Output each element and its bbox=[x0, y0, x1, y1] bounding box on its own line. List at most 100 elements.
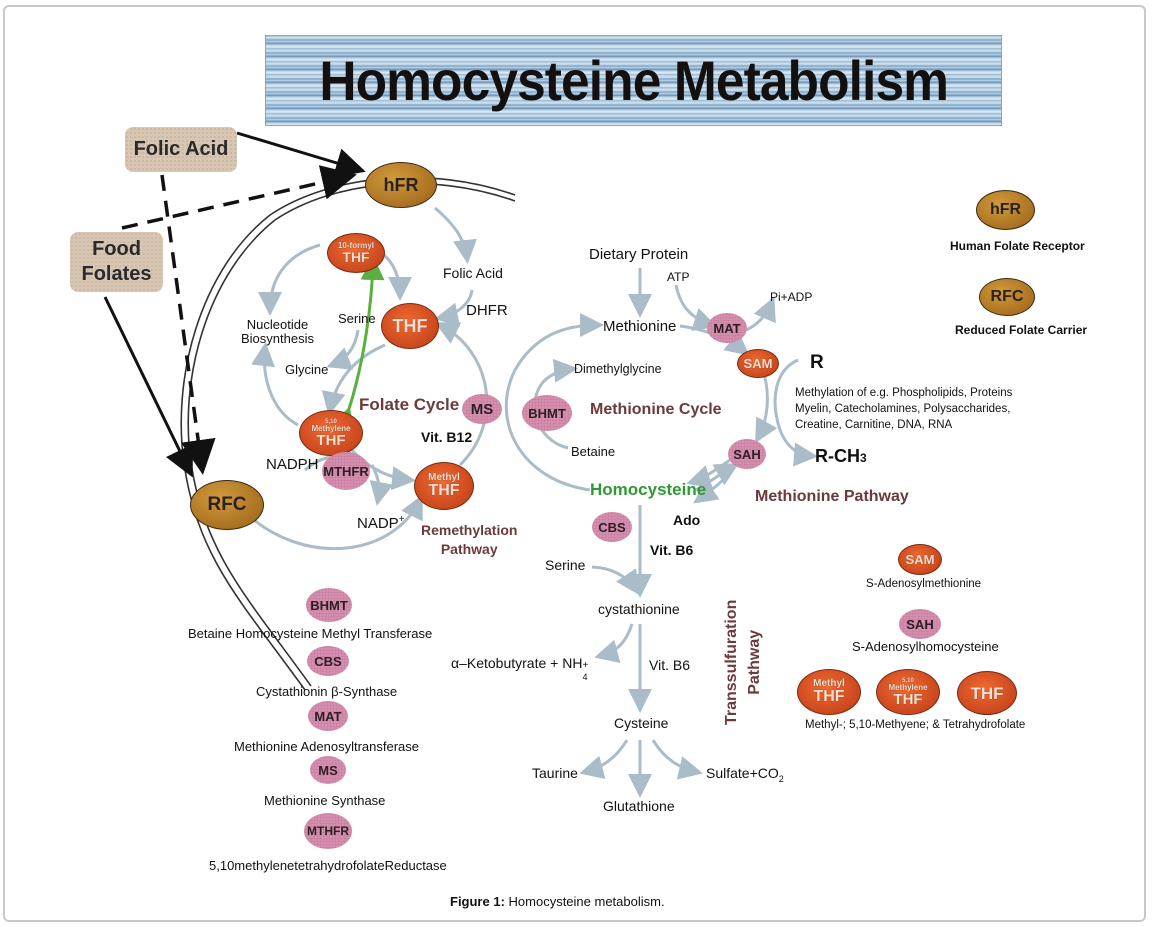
remethylation-line1: Remethylation bbox=[421, 522, 518, 538]
methylation-description: Methylation of e.g. Phospholipids, Prote… bbox=[795, 385, 1012, 433]
arrow-homocysteine-to-methionine bbox=[504, 313, 604, 492]
arrow-rfc-to-methyl bbox=[243, 494, 423, 551]
arrow-methyl-to-thf bbox=[434, 322, 489, 467]
legend-hfr-symbol: hFR bbox=[976, 190, 1035, 230]
r-label: R bbox=[810, 352, 824, 373]
glycine-label: Glycine bbox=[285, 362, 329, 377]
arrow-to-ado bbox=[693, 476, 727, 504]
legend-folates-name: Methyl-; 5,10-Methyene; & Tetrahydrofola… bbox=[805, 719, 1026, 731]
source-folic-acid-label: Folic Acid bbox=[133, 138, 229, 160]
nadp-sup: + bbox=[398, 514, 405, 525]
bhmt-label: BHMT bbox=[528, 405, 566, 421]
arrow-food-to-hfr bbox=[121, 165, 357, 230]
arrow-folic-to-rfc bbox=[160, 174, 216, 475]
sulfate-text: Sulfate+CO bbox=[706, 765, 779, 781]
node-sam: SAM bbox=[737, 349, 779, 378]
enzyme-bhmt: BHMT bbox=[522, 395, 572, 431]
arrow-sam-to-sah bbox=[755, 373, 778, 444]
source-food-label: Food bbox=[92, 238, 141, 260]
legend-rfc-name: Reduced Folate Carrier bbox=[955, 323, 1088, 337]
enzyme-mthfr: MTHFR bbox=[322, 452, 370, 490]
arrow-serine-glycine bbox=[326, 329, 360, 370]
methionine-pathway-label: Methionine Pathway bbox=[755, 488, 909, 505]
arrow-methylene-to-nucleotide bbox=[251, 342, 299, 427]
methyl-thf-label: THF bbox=[428, 482, 460, 499]
atp-label: ATP bbox=[667, 270, 690, 284]
sulfate-sub: 2 bbox=[778, 773, 784, 784]
sulfate-co2-label: Sulfate+CO2 bbox=[706, 765, 784, 784]
arrow-folic-to-hfr bbox=[236, 131, 366, 178]
arrow-r-to-rch3 bbox=[773, 358, 818, 467]
legend-mat-symbol: MAT bbox=[308, 701, 348, 731]
enzyme-sah: SAH bbox=[728, 439, 766, 469]
legend-rfc-abbr: RFC bbox=[990, 288, 1024, 305]
legend-methylene-num: 5,10 bbox=[902, 677, 914, 684]
diagram-title: Homocysteine Metabolism bbox=[319, 49, 949, 112]
source-folates-label: Folates bbox=[81, 263, 152, 285]
arrow-cysteine-to-taurine bbox=[579, 739, 629, 779]
source-folic-acid: Folic Acid bbox=[125, 127, 237, 172]
ketobutyrate-text: α–Ketobutyrate + NH bbox=[451, 655, 583, 671]
cystathionine-label: cystathionine bbox=[598, 601, 680, 617]
arrow-food-to-rfc bbox=[103, 296, 194, 478]
ketobutyrate-label: α–Ketobutyrate + NH+4 bbox=[451, 655, 589, 682]
legend-mthfr-symbol: MTHFR bbox=[304, 813, 352, 849]
ms-label: MS bbox=[470, 400, 494, 418]
legend-sam-name: S-Adenosylmethionine bbox=[866, 578, 982, 590]
legend-sah-name: S-Adenosylhomocysteine bbox=[852, 639, 999, 654]
methylation-line3: Creatine, Carnitine, DNA, RNA bbox=[795, 419, 953, 432]
legend-methylene-label: Methylene bbox=[888, 682, 928, 692]
nucleotide-biosynthesis-label: Nucleotide Biosynthesis bbox=[241, 318, 314, 345]
arrow-atp-to-mat bbox=[674, 284, 718, 331]
hfr-label: hFR bbox=[383, 174, 419, 195]
node-methyl-thf: Methyl THF bbox=[414, 462, 474, 510]
sah-label: SAH bbox=[733, 446, 761, 462]
legend-cbs-symbol: CBS bbox=[307, 646, 349, 676]
formyl-label: 10-formyl bbox=[337, 241, 374, 250]
thf-label: THF bbox=[392, 316, 428, 336]
hfr-transporter: hFR bbox=[365, 162, 437, 208]
arrow-dhfr-to-thf bbox=[434, 289, 474, 327]
methylation-line2: Myelin, Catecholamines, Polysaccharides, bbox=[795, 403, 1011, 416]
folate-cycle-label: Folate Cycle bbox=[359, 395, 460, 414]
ado-label: Ado bbox=[673, 512, 701, 528]
legend-ms-symbol: MS bbox=[310, 756, 346, 784]
betaine-label: Betaine bbox=[571, 444, 616, 459]
legend-mat-name: Methionine Adenosyltransferase bbox=[234, 739, 420, 754]
legend-sah-symbol: SAH bbox=[899, 609, 941, 639]
arrow-betaine-to-dmg bbox=[533, 358, 578, 450]
r-ch3-sub: 3 bbox=[860, 451, 867, 465]
methylene-label: Methylene bbox=[311, 423, 351, 433]
vit-b6-label-1: Vit. B6 bbox=[650, 542, 694, 558]
arrow-serine-to-cystathionine bbox=[591, 565, 640, 595]
r-ch3-label: R-CH3 bbox=[815, 446, 867, 467]
r-ch3-text: R-CH bbox=[815, 446, 860, 466]
legend-sah-abbr: SAH bbox=[906, 616, 934, 632]
figure-frame bbox=[3, 5, 1146, 922]
mthfr-label: MTHFR bbox=[323, 463, 369, 479]
nadp-label: NADP+ bbox=[357, 514, 405, 532]
legend-sam-symbol: SAM bbox=[898, 544, 942, 575]
rfc-transporter: RFC bbox=[190, 480, 264, 530]
methylene-thf-label: THF bbox=[316, 431, 346, 449]
cysteine-label: Cysteine bbox=[614, 715, 669, 731]
nucleotide-line1: Nucleotide bbox=[246, 317, 309, 332]
source-food-folates: Food Folates bbox=[70, 232, 163, 292]
pi-adp-label: Pi+ADP bbox=[770, 290, 813, 304]
transsulfuration-line2: Pathway bbox=[746, 629, 764, 695]
methionine-cycle-label: Methionine Cycle bbox=[590, 401, 722, 418]
nh4-sup: + bbox=[582, 660, 589, 671]
node-methylene-thf: 5,10 Methylene THF bbox=[299, 410, 363, 456]
legend-thf-label: THF bbox=[970, 683, 1004, 703]
dhfr-label: DHFR bbox=[466, 302, 508, 319]
legend-mthfr-name: 5,10methylenetetrahydrofolateReductase bbox=[209, 858, 447, 873]
vit-b12-label: Vit. B12 bbox=[421, 429, 473, 445]
nh4-sub: 4 bbox=[582, 672, 588, 682]
legend-thf-symbol: THF bbox=[957, 671, 1017, 715]
legend-hfr-abbr: hFR bbox=[989, 201, 1022, 218]
legend-cbs-name: Cystathionin β-Synthase bbox=[256, 684, 398, 699]
legend-bhmt-abbr: BHMT bbox=[310, 597, 348, 613]
arrow-cystathionine-to-keto bbox=[594, 623, 634, 663]
arrow-cysteine-to-sulfate bbox=[651, 739, 703, 780]
legend-mthfr-abbr: MTHFR bbox=[307, 824, 349, 838]
